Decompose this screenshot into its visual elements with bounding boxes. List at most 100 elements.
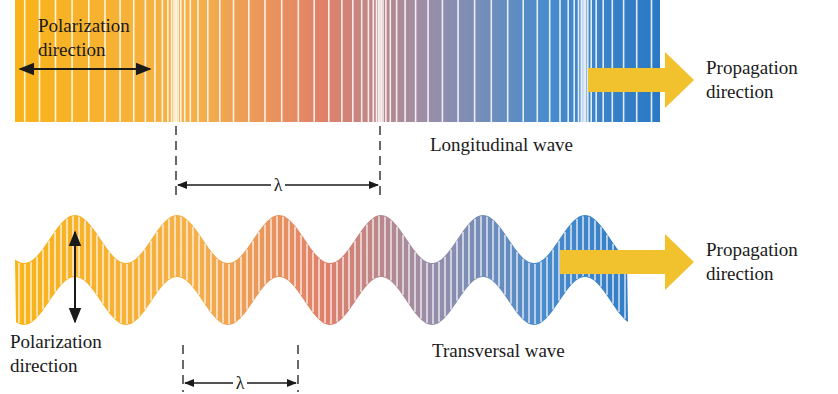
compression-line — [567, 0, 569, 122]
transversal-line — [528, 263, 529, 323]
transversal-line — [156, 232, 157, 292]
compression-line — [457, 0, 459, 122]
compression-line — [176, 0, 178, 122]
transversal-lines — [19, 216, 625, 324]
transversal-line — [210, 252, 211, 312]
transversal-line — [408, 244, 409, 304]
compression-line — [578, 0, 580, 122]
transversal-line — [294, 227, 295, 287]
transversal-line — [312, 252, 313, 312]
compression-line — [248, 0, 250, 122]
wavelength-symbol: λ — [271, 173, 286, 197]
transversal-line — [396, 227, 397, 287]
transversal-line — [480, 216, 481, 276]
transversal-line — [462, 232, 463, 292]
transversal-line — [354, 241, 355, 301]
compression-line — [133, 0, 135, 122]
compression-line — [536, 0, 538, 122]
transversal-line — [162, 224, 163, 284]
transversal-line — [120, 263, 121, 323]
transversal-line — [318, 259, 319, 319]
transversal-line — [36, 257, 37, 317]
compression-line — [590, 0, 592, 122]
transversal-line — [84, 220, 85, 280]
compression-line — [328, 0, 330, 122]
transversal-line — [246, 249, 247, 309]
transversal-line — [174, 216, 175, 276]
transversal-line — [204, 244, 205, 304]
compression-line — [580, 0, 582, 122]
transversal-line — [360, 232, 361, 292]
transversal-line — [372, 219, 373, 279]
polarization-arrow — [20, 68, 150, 70]
transversal-line — [96, 235, 97, 295]
compression-line — [376, 0, 378, 122]
transversal-line — [192, 227, 193, 287]
compression-line — [507, 0, 509, 122]
transversal-line — [90, 227, 91, 287]
compression-line — [379, 0, 381, 122]
transversal-line — [54, 232, 55, 292]
compression-line — [264, 0, 266, 122]
compression-line — [297, 0, 299, 122]
transversal-line — [510, 244, 511, 304]
wavelength-symbol: λ — [233, 371, 248, 394]
transversal-line — [504, 235, 505, 295]
transversal-line — [336, 262, 337, 322]
transversal-line — [432, 264, 433, 324]
compression-line — [585, 0, 587, 122]
transversal-band — [15, 215, 628, 325]
transversal-line — [282, 217, 283, 277]
transversal-line — [234, 262, 235, 322]
compression-line — [385, 0, 387, 122]
compression-line — [207, 0, 209, 122]
transversal-line — [78, 217, 79, 277]
compression-line — [549, 0, 551, 122]
polarization-label: Polarization direction — [38, 14, 163, 62]
transversal-line — [198, 235, 199, 295]
transversal-line — [18, 263, 19, 323]
polarization-arrow — [74, 232, 76, 322]
compression-line — [171, 0, 173, 122]
compression-line — [582, 0, 584, 122]
transversal-line — [132, 262, 133, 322]
transversal-line — [228, 264, 229, 324]
dashed-guides — [176, 126, 380, 392]
compression-line — [219, 0, 221, 122]
compression-line — [180, 0, 182, 122]
compression-line — [352, 0, 354, 122]
transversal-line — [342, 257, 343, 317]
compression-line — [611, 0, 613, 122]
transversal-line — [522, 259, 523, 319]
compression-line — [595, 0, 597, 122]
transversal-line — [534, 264, 535, 324]
transversal-line — [150, 241, 151, 301]
longitudinal-band — [15, 0, 660, 122]
compression-lines — [25, 0, 652, 122]
transversal-line — [252, 241, 253, 301]
compression-line — [382, 0, 384, 122]
propagation-arrow — [588, 52, 694, 108]
compression-line — [190, 0, 192, 122]
propagation-arrow — [560, 234, 694, 290]
compression-line — [341, 0, 343, 122]
compression-line — [281, 0, 283, 122]
compression-line — [24, 0, 26, 122]
compression-line — [427, 0, 429, 122]
transversal-line — [186, 220, 187, 280]
compression-line — [175, 0, 177, 122]
transversal-line — [450, 249, 451, 309]
compression-line — [361, 0, 363, 122]
compression-line — [474, 0, 476, 122]
transversal-line — [102, 244, 103, 304]
transversal-line — [306, 244, 307, 304]
transversal-line — [126, 264, 127, 324]
compression-line — [522, 0, 524, 122]
compression-line — [162, 0, 164, 122]
transversal-line — [552, 249, 553, 309]
transversal-line — [516, 252, 517, 312]
compression-line — [636, 0, 638, 122]
transversal-line — [348, 249, 349, 309]
transversal-line — [498, 227, 499, 287]
